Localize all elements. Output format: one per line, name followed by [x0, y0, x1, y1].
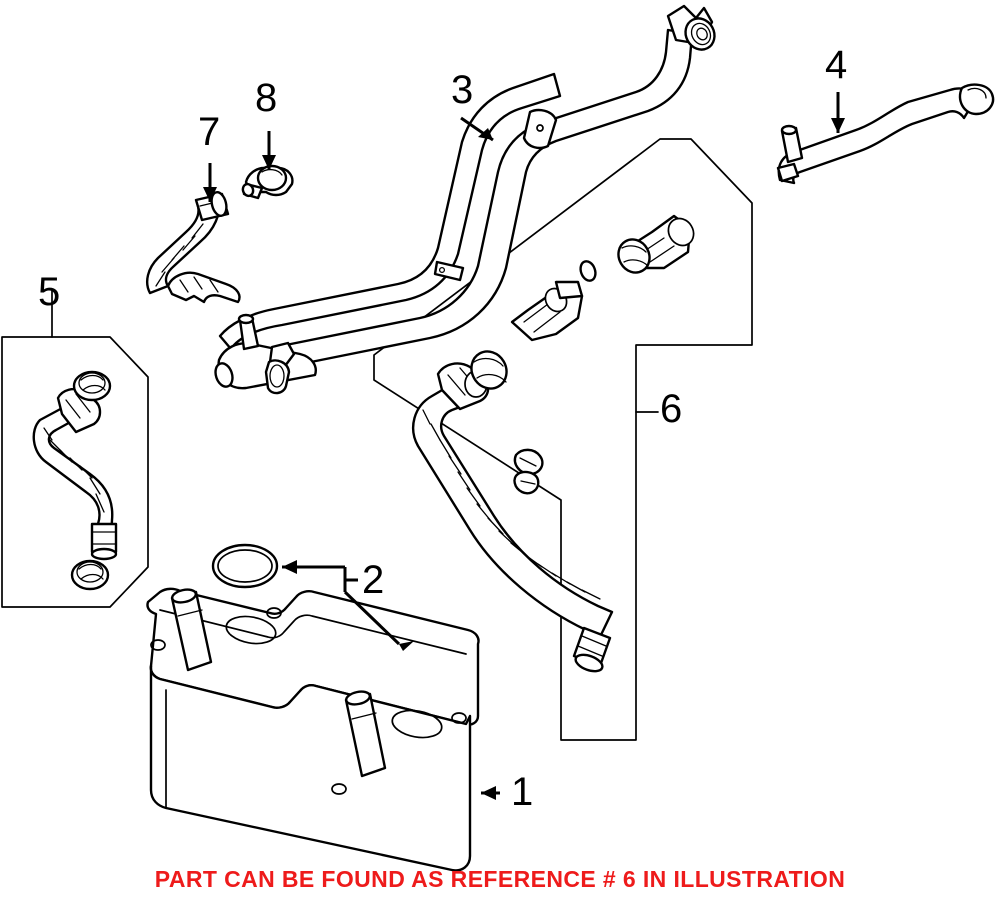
leader-1 [481, 786, 500, 800]
part-3-bracket [522, 108, 558, 150]
callout-number-4: 4 [825, 43, 848, 87]
part-5-clamp-top [72, 370, 112, 402]
part-1-nipple-upper [170, 588, 213, 672]
part-3-coolant-pipe [214, 4, 716, 395]
part-3-tee-fitting [214, 313, 317, 395]
part-5-clamp-bottom [70, 559, 110, 591]
part-3-tab [433, 260, 465, 282]
callout-number-6: 6 [660, 387, 683, 431]
reference-caption: PART CAN BE FOUND AS REFERENCE # 6 IN IL… [154, 866, 846, 892]
part-6-clamp [513, 448, 544, 495]
callout-number-2: 2 [362, 558, 385, 602]
leader-4 [831, 92, 845, 133]
part-7-hose [146, 191, 241, 304]
part-6-fittings [470, 214, 695, 495]
leader-8 [262, 131, 276, 170]
part-4-hose [776, 83, 995, 185]
part-5-hose [32, 387, 118, 561]
callout-number-1: 1 [511, 770, 534, 814]
callout-number-3: 3 [451, 68, 474, 112]
part-1-oil-cooler [146, 587, 480, 872]
part-4-end-nozzle [958, 83, 995, 116]
part-8-fitting [241, 164, 294, 200]
leader-7 [203, 163, 217, 202]
part-6-hose [412, 362, 614, 673]
callout-number-7: 7 [198, 110, 221, 154]
leader-2 [282, 560, 414, 651]
inset-box-6 [373, 138, 753, 741]
leader-lines [203, 92, 845, 800]
part-3-end-fitting [666, 4, 716, 51]
inset-box-5 [1, 289, 149, 608]
callout-number-8: 8 [255, 76, 278, 120]
leader-3 [460, 116, 494, 142]
part-1-nipple-lower [344, 690, 387, 778]
callout-number-5: 5 [38, 270, 61, 314]
